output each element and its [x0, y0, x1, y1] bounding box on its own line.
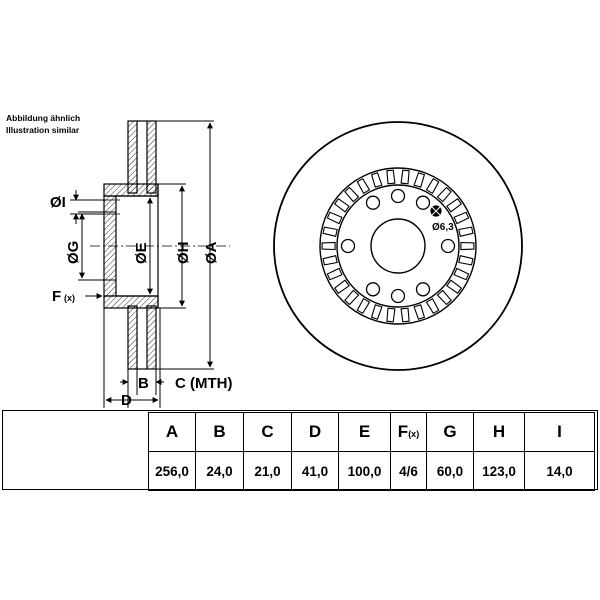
header-h: H: [473, 412, 525, 452]
bolt-holes: [340, 188, 456, 304]
vent-slot: [326, 267, 343, 281]
label-c: C (MTH): [175, 375, 232, 392]
header-c: C: [243, 412, 292, 452]
note-abbildung: Abbildung ähnlich: [6, 113, 81, 123]
vent-slot: [386, 307, 396, 323]
drawing-area: ØI ØG ØE ØH ØA F (x) B C (MTH) D Ø6,3: [50, 120, 523, 408]
bolt-hole: [440, 238, 456, 254]
header-g: G: [426, 412, 474, 452]
value-g: 60,0: [426, 451, 474, 491]
vent-slot: [370, 304, 383, 320]
vent-slot: [436, 186, 452, 203]
label-f-sub: (x): [64, 293, 75, 303]
vent-slot: [344, 186, 360, 203]
vent-slot: [333, 198, 350, 213]
vent-slot: [446, 279, 463, 294]
vent-slot: [436, 289, 452, 306]
vent-slot: [425, 297, 440, 315]
bolt-hole: [390, 188, 406, 204]
vent-slot: [326, 211, 343, 225]
vent-slot: [370, 172, 383, 188]
header-i: I: [524, 412, 595, 452]
vent-slot: [400, 307, 410, 323]
value-i: 14,0: [524, 451, 595, 491]
bolt-hole: [415, 195, 431, 210]
vent-slot: [356, 177, 371, 195]
vent-slot: [453, 267, 470, 281]
value-b: 24,0: [195, 451, 244, 491]
note-illustration: Illustration similar: [6, 125, 80, 135]
vent-slots: [321, 169, 475, 323]
vent-slot: [321, 241, 336, 251]
value-d: 41,0: [291, 451, 339, 491]
vent-slot: [386, 169, 396, 185]
vent-slot: [356, 297, 371, 315]
side-dimension-lines: [70, 120, 214, 408]
header-d: D: [291, 412, 339, 452]
bolt-hole: [365, 195, 381, 210]
vent-slot: [413, 172, 426, 188]
vent-slot: [453, 211, 470, 225]
hat-circle: [336, 184, 460, 308]
value-f: 4/6: [390, 451, 427, 491]
bolt-hole: [390, 288, 406, 304]
center-bore: [370, 218, 426, 274]
vent-slot: [458, 255, 474, 266]
spec-table: A B C D E F(x) G H I 256,0 24,0 21,0 41,…: [0, 408, 600, 492]
label-d: D: [121, 392, 132, 408]
header-e: E: [338, 412, 391, 452]
header-f: F(x): [390, 412, 427, 452]
vent-slot: [400, 169, 410, 185]
friction-ring-inner-circle: [319, 167, 477, 325]
header-b: B: [195, 412, 244, 452]
bolt-hole: [415, 282, 431, 297]
vent-slot: [446, 198, 463, 213]
disc-outer-circle: [273, 121, 523, 371]
spec-value-row: 256,0 24,0 21,0 41,0 100,0 4/6 60,0 123,…: [148, 451, 595, 491]
header-a: A: [148, 412, 196, 452]
side-section-view: [90, 120, 230, 370]
label-hole-dia: Ø6,3: [432, 222, 454, 233]
label-dia-e: ØE: [133, 242, 150, 264]
vent-slot: [460, 241, 475, 251]
vent-slot: [458, 226, 474, 237]
label-dia-i: ØI: [50, 194, 66, 211]
vent-slot: [322, 255, 338, 266]
value-h: 123,0: [473, 451, 525, 491]
bolt-hole: [340, 238, 356, 254]
vent-slot: [344, 289, 360, 306]
vent-slot: [413, 304, 426, 320]
bolt-hole: [365, 282, 381, 297]
front-view: [273, 121, 523, 371]
label-b: B: [138, 375, 149, 392]
label-dia-a: ØA: [203, 241, 220, 264]
spec-header-row: A B C D E F(x) G H I: [148, 412, 595, 452]
label-f: F: [52, 288, 61, 305]
label-dia-g: ØG: [65, 241, 82, 264]
value-a: 256,0: [148, 451, 196, 491]
value-e: 100,0: [338, 451, 391, 491]
label-dia-h: ØH: [175, 242, 192, 265]
vent-slot: [425, 177, 440, 195]
value-c: 21,0: [243, 451, 292, 491]
vent-slot: [333, 279, 350, 294]
vent-slot: [322, 226, 338, 237]
